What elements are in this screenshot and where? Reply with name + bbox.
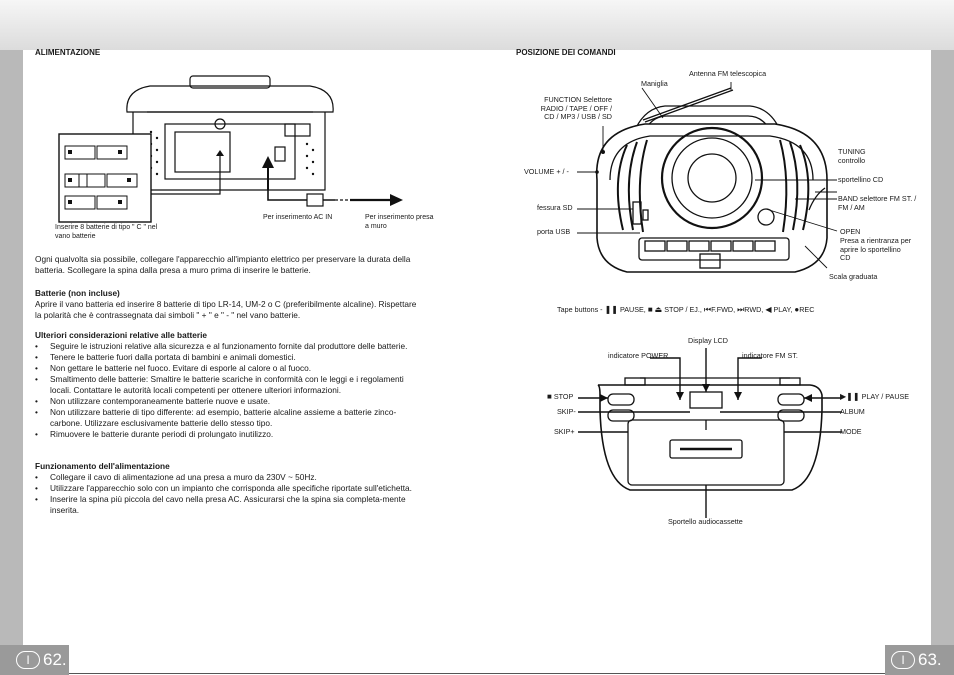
list-item: Inserire la spina più piccola del cavo n… [35, 494, 420, 516]
mode-label: MODE [840, 427, 862, 436]
list-item: Collegare il cavo di alimentazione ad un… [35, 472, 420, 483]
ffwd-text: F.FWD, [711, 305, 736, 314]
rec-text: REC [799, 305, 815, 314]
stop-button-label: ■ STOP [547, 392, 574, 402]
cd-door-label: sportellino CD [838, 175, 884, 184]
further-considerations-list: Seguire le istruzioni relative alla sicu… [35, 341, 420, 440]
list-item: Rimuovere le batterie durante periodi di… [35, 429, 420, 440]
play-text: PLAY, [773, 305, 793, 314]
power-indicator-label: indicatore POWER [608, 351, 669, 360]
header-band [0, 0, 954, 50]
record-icon: ● [794, 305, 800, 314]
power-operation-heading: Funzionamento dell'alimentazione [35, 461, 170, 471]
lcd-display-label: Display LCD [688, 336, 728, 345]
tape-buttons-prefix: Tape buttons - [557, 305, 603, 314]
list-item: Utilizzare l'apparecchio solo con un imp… [35, 483, 420, 494]
stop-icon: ■ [647, 305, 653, 314]
sd-slot-label: fessura SD [537, 203, 573, 212]
page-number-text: 63. [918, 650, 942, 669]
stop-text: STOP [553, 392, 574, 401]
section-heading-power: ALIMENTAZIONE [35, 48, 101, 57]
stop-eject-text: STOP / EJ., [664, 305, 702, 314]
rewind-icon: ⏭ [737, 305, 745, 314]
pause-text: PAUSE, [619, 305, 646, 314]
batteries-paragraph: Aprire il vano batteria ed inserire 8 ba… [35, 299, 417, 320]
further-considerations-heading: Ulteriori considerazioni relative alle b… [35, 330, 207, 340]
handle-label: Maniglia [641, 79, 668, 88]
volume-label: VOLUME + / - [524, 167, 569, 176]
play-pause-label: ▶❚❚ PLAY / PAUSE [840, 392, 910, 402]
intro-paragraph: Ogni qualvolta sia possibile, collegare … [35, 254, 411, 275]
skip-minus-label: SKIP- [557, 407, 576, 416]
open-label: OPEN [840, 227, 861, 236]
battery-note-caption: Inserire 8 batterie di tipo " C " nel va… [55, 224, 158, 240]
fm-st-indicator-label: indicatore FM ST. [742, 351, 798, 360]
list-item: Tenere le batterie fuori dalla portata d… [35, 352, 420, 363]
list-item: Non gettare le batterie nel fuoco. Evita… [35, 363, 420, 374]
footer-rule [69, 673, 885, 674]
wall-outlet-caption: Per inserimento presa a muro [365, 214, 434, 230]
batteries-heading: Batterie (non incluse) [35, 288, 120, 298]
right-margin-bar [931, 50, 954, 645]
list-item: Seguire le istruzioni relative alla sicu… [35, 341, 420, 352]
list-item: Non utilizzare contemporaneamente batter… [35, 396, 420, 407]
usb-port-label: porta USB [537, 227, 571, 236]
play-pause-text: PLAY / PAUSE [861, 392, 910, 401]
page-number-right: I 63. [885, 645, 954, 675]
dial-scale-label: Scala graduata [829, 272, 878, 281]
list-item: Smaltimento delle batterie: Smaltire le … [35, 374, 420, 396]
eject-icon: ⏏ [654, 305, 663, 314]
page-number-text: 62. [43, 650, 67, 669]
pause-icon: ❚❚ [604, 305, 618, 314]
band-selector-label: BAND selettore FM ST. / FM / AM [838, 194, 917, 212]
language-badge: I [891, 651, 915, 669]
open-description: Presa a rientranza per aprire lo sportel… [840, 236, 912, 263]
power-operation-list: Collegare il cavo di alimentazione ad un… [35, 472, 420, 516]
tape-buttons-legend: Tape buttons - ❚❚ PAUSE, ■ ⏏ STOP / EJ.,… [557, 305, 815, 315]
cassette-door-label: Sportello audiocassette [668, 517, 743, 526]
play-icon: ◀ [765, 305, 772, 314]
stop-icon: ■ [547, 392, 552, 401]
section-heading-controls: POSIZIONE DEI COMANDI [516, 48, 616, 57]
album-label: ALBUM [840, 407, 865, 416]
tuning-label: TUNING controllo [838, 147, 866, 165]
top-view-illustration [578, 348, 842, 518]
language-badge: I [16, 651, 40, 669]
ac-in-caption: Per inserimento AC IN [263, 214, 333, 221]
antenna-label: Antenna FM telescopica [689, 69, 767, 78]
function-selector-label: FUNCTION Selettore RADIO / TAPE / OFF / … [540, 95, 612, 122]
front-view-illustration [577, 82, 838, 273]
left-margin-bar [0, 50, 23, 645]
list-item: Non utilizzare batterie di tipo differen… [35, 407, 420, 429]
skip-plus-label: SKIP+ [554, 427, 575, 436]
play-pause-icon: ▶❚❚ [840, 392, 860, 401]
battery-compartment-illustration [58, 75, 403, 223]
fast-forward-icon: ⏮ [703, 305, 712, 314]
rwd-text: RWD, [744, 305, 764, 314]
page-number-left: I 62. [0, 645, 69, 675]
